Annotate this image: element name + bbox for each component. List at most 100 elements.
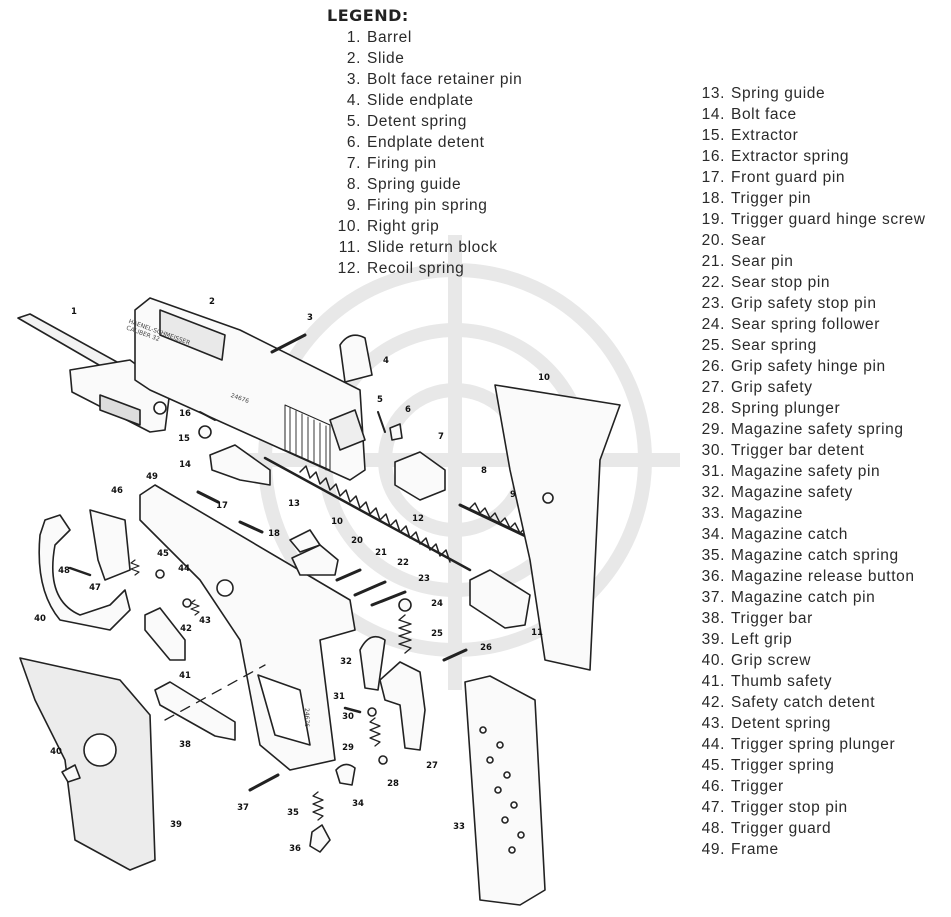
legend-item: 39.Left grip: [701, 631, 793, 648]
callout-39: 39: [170, 820, 182, 830]
trigger-guard-part: [38, 514, 131, 631]
callout-27: 27: [426, 761, 438, 771]
legend-item: 43.Detent spring: [701, 715, 831, 732]
callout-46: 46: [111, 486, 123, 496]
callout-40b: 40: [34, 614, 46, 624]
legend-column-1: 1.Barrel 2.Slide 3.Bolt face retainer pi…: [330, 27, 522, 279]
legend-item: 7.Firing pin: [346, 155, 437, 172]
bolt-face-retainer-pin: [270, 333, 307, 354]
legend-item: 47.Trigger stop pin: [701, 799, 848, 816]
magazine-part: [464, 675, 546, 906]
callout-31: 31: [333, 692, 345, 702]
legend-item: 29.Magazine safety spring: [701, 421, 904, 438]
callout-23: 23: [418, 574, 430, 584]
legend-title: LEGEND:: [327, 6, 409, 25]
legend-item: 36.Magazine release button: [701, 568, 915, 585]
callout-44: 44: [178, 564, 190, 574]
legend-item: 5.Detent spring: [346, 113, 467, 130]
callout-40: 40: [50, 747, 62, 757]
legend-item: 30.Trigger bar detent: [701, 442, 865, 459]
legend-item: 48.Trigger guard: [701, 820, 832, 837]
legend-item: 31.Magazine safety pin: [701, 463, 881, 480]
legend-item: 10.Right grip: [337, 218, 440, 235]
callout-10: 10: [538, 373, 550, 383]
legend-item: 28.Spring plunger: [701, 400, 841, 417]
callout-3: 3: [307, 313, 313, 323]
callout-35: 35: [287, 808, 299, 818]
callout-34: 34: [352, 799, 364, 809]
legend-item: 27.Grip safety: [701, 379, 813, 396]
grip-safety-part: [379, 661, 426, 751]
callout-33: 33: [453, 822, 465, 832]
callout-8: 8: [481, 466, 487, 476]
legend-item: 6.Endplate detent: [346, 134, 485, 151]
callout-25: 25: [431, 629, 443, 639]
legend-item: 8.Spring guide: [346, 176, 462, 193]
legend-item: 22.Sear stop pin: [701, 274, 831, 291]
legend-item: 34.Magazine catch: [701, 526, 848, 543]
legend-item: 35.Magazine catch spring: [701, 547, 899, 564]
legend-item: 33.Magazine: [701, 505, 804, 522]
callout-20: 20: [351, 536, 363, 546]
legend-item: 25.Sear spring: [701, 337, 817, 354]
callout-26: 26: [480, 643, 492, 653]
callout-9: 9: [510, 490, 516, 500]
right-grip: [494, 384, 621, 671]
legend-item: 20.Sear: [701, 232, 767, 249]
callout-15: 15: [178, 434, 190, 444]
callout-28: 28: [387, 779, 399, 789]
legend-item: 44.Trigger spring plunger: [701, 736, 896, 753]
legend-item: 19.Trigger guard hinge screw: [701, 211, 926, 228]
legend-item: 12.Recoil spring: [337, 260, 465, 277]
callout-13: 13: [288, 499, 300, 509]
legend-item: 37.Magazine catch pin: [701, 589, 876, 606]
legend-item: 11.Slide return block: [338, 239, 498, 256]
legend-column-2: 13.Spring guide 14.Bolt face 15.Extracto…: [695, 83, 925, 860]
legend-item: 13.Spring guide: [701, 85, 826, 102]
callout-24: 24: [431, 599, 443, 609]
firing-pin: [394, 451, 446, 501]
callout-36: 36: [289, 844, 301, 854]
legend-item: 17.Front guard pin: [701, 169, 846, 186]
callout-16: 16: [179, 409, 191, 419]
callout-38: 38: [179, 740, 191, 750]
legend-item: 2.Slide: [346, 50, 405, 67]
legend-item: 26.Grip safety hinge pin: [701, 358, 886, 375]
slide-endplate: [339, 334, 373, 383]
legend-item: 24.Sear spring follower: [701, 316, 880, 333]
callout-10b: 10: [331, 517, 343, 527]
callout-12: 12: [412, 514, 424, 524]
callout-1: 1: [71, 307, 77, 317]
callout-7: 7: [438, 432, 444, 442]
legend-item: 16.Extractor spring: [701, 148, 850, 165]
callout-45: 45: [157, 549, 169, 559]
callout-49: 49: [146, 472, 158, 482]
slide-return-block: [469, 569, 531, 629]
callout-11: 11: [531, 628, 543, 638]
legend-item: 3.Bolt face retainer pin: [346, 71, 523, 88]
callout-6: 6: [405, 405, 411, 415]
callout-14: 14: [179, 460, 191, 470]
legend-item: 38.Trigger bar: [701, 610, 813, 627]
callout-48: 48: [58, 566, 70, 576]
legend-item: 40.Grip screw: [701, 652, 812, 669]
callout-18: 18: [268, 529, 280, 539]
legend-item: 4.Slide endplate: [346, 92, 474, 109]
frame-serial: 24676: [303, 708, 310, 728]
callout-41: 41: [179, 671, 191, 681]
callout-21: 21: [375, 548, 387, 558]
legend-item: 14.Bolt face: [701, 106, 797, 123]
legend-item: 42.Safety catch detent: [701, 694, 876, 711]
legend-item: 15.Extractor: [701, 127, 799, 144]
legend-item: 46.Trigger: [701, 778, 784, 795]
legend-item: 1.Barrel: [346, 29, 412, 46]
legend-item: 18.Trigger pin: [701, 190, 812, 207]
callout-37: 37: [237, 803, 249, 813]
callout-42: 42: [180, 624, 192, 634]
legend-item: 49.Frame: [701, 841, 779, 858]
left-grip: [19, 657, 156, 871]
callout-5: 5: [377, 395, 383, 405]
callout-32: 32: [340, 657, 352, 667]
legend-item: 45.Trigger spring: [701, 757, 835, 774]
